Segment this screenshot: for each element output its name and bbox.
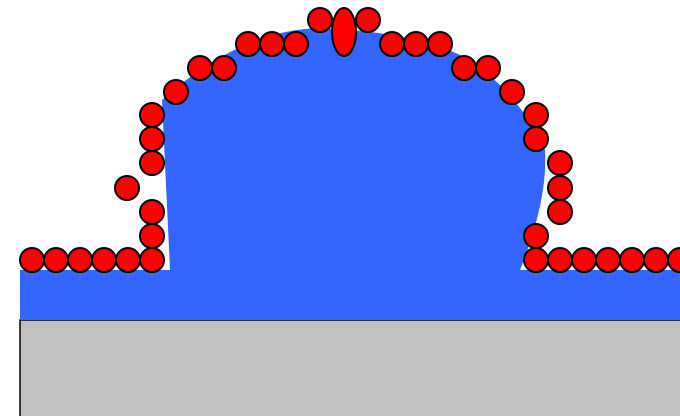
particle <box>524 103 548 127</box>
particle <box>236 32 260 56</box>
particle <box>44 248 68 272</box>
particle <box>644 248 668 272</box>
particle <box>380 32 404 56</box>
particle <box>548 248 572 272</box>
particle <box>524 127 548 151</box>
particle <box>572 248 596 272</box>
particle <box>92 248 116 272</box>
particle <box>500 80 524 104</box>
particle <box>356 8 380 32</box>
particle <box>452 56 476 80</box>
particle <box>404 32 428 56</box>
particle <box>260 32 284 56</box>
particle <box>212 56 236 80</box>
substrate <box>20 320 680 416</box>
particle <box>548 151 572 175</box>
particle <box>524 224 548 248</box>
particle <box>140 103 164 127</box>
particle <box>140 248 164 272</box>
particle <box>524 248 548 272</box>
particle <box>476 56 500 80</box>
particle <box>140 224 164 248</box>
particle <box>115 176 139 200</box>
particle <box>428 32 452 56</box>
particle <box>188 56 212 80</box>
particle <box>116 248 140 272</box>
particle <box>284 32 308 56</box>
particle <box>620 248 644 272</box>
particle <box>68 248 92 272</box>
particle <box>140 200 164 224</box>
particle <box>20 248 44 272</box>
particle <box>548 200 572 224</box>
particle <box>548 176 572 200</box>
elongated-particle <box>332 8 356 56</box>
particle <box>164 80 188 104</box>
particle <box>140 151 164 175</box>
particle <box>308 8 332 32</box>
particle <box>596 248 620 272</box>
particle <box>140 127 164 151</box>
